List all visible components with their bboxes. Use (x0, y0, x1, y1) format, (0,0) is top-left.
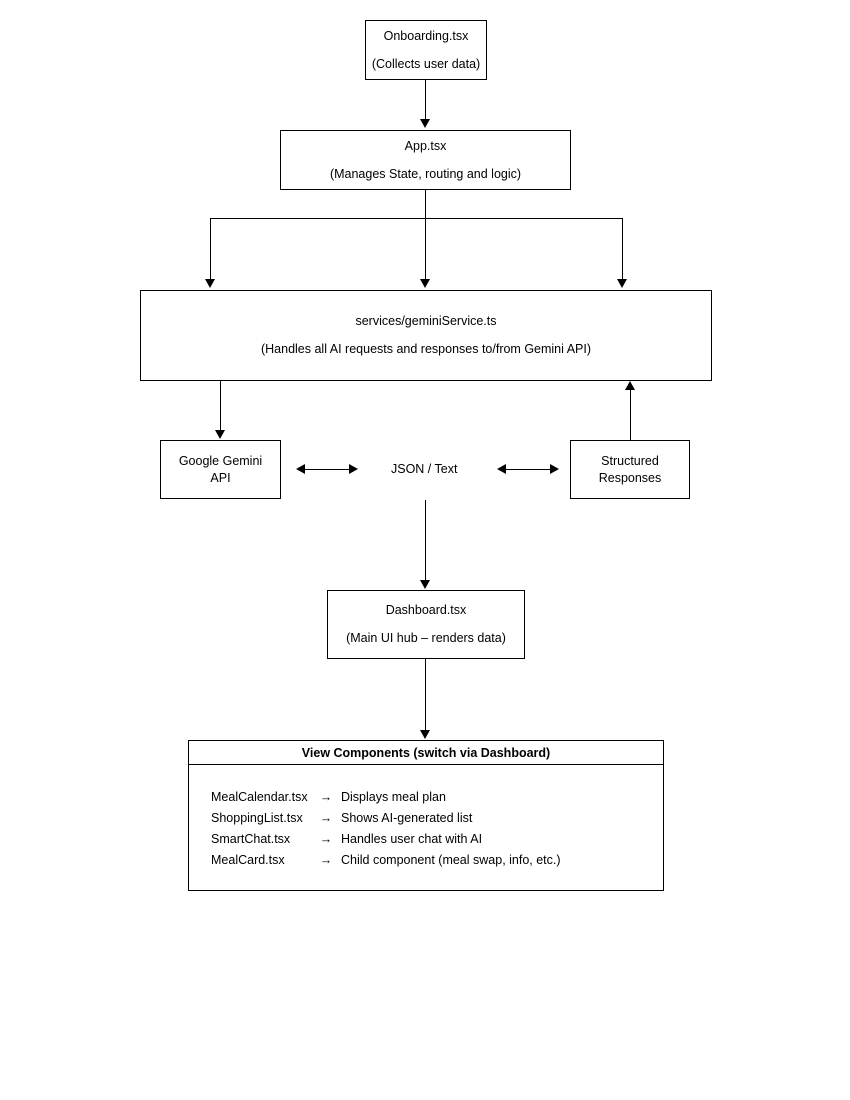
node-gemini-service-subtitle: (Handles all AI requests and responses t… (260, 342, 592, 356)
node-structured-responses-subtitle: Responses (598, 470, 662, 485)
edge-app-fan-left-drop (210, 218, 211, 280)
node-gemini-service-title: services/geminiService.ts (355, 314, 497, 328)
panel-view-components: View Components (switch via Dashboard) M… (188, 740, 664, 891)
node-onboarding: Onboarding.tsx (Collects user data) (365, 20, 487, 80)
node-structured-responses-title: Structured (601, 453, 659, 468)
arrow-right-icon: → (319, 853, 333, 867)
panel-view-components-body: MealCalendar.tsx → Displays meal plan Sh… (189, 765, 663, 871)
node-google-gemini-api-subtitle: API (210, 470, 231, 485)
edge-structured-to-service (630, 390, 631, 440)
list-item: ShoppingList.tsx → Shows AI-generated li… (211, 808, 663, 829)
edge-app-fan-left-arrowhead (205, 279, 215, 288)
view-component-description: Displays meal plan (341, 790, 446, 804)
edge-app-fan-right-drop (622, 218, 623, 280)
edge-json-to-dashboard (425, 500, 426, 581)
node-app-subtitle: (Manages State, routing and logic) (329, 166, 522, 181)
edge-json-to-dashboard-arrowhead (420, 580, 430, 589)
node-app: App.tsx (Manages State, routing and logi… (280, 130, 571, 190)
edge-onboarding-to-app-arrowhead (420, 119, 430, 128)
node-structured-responses: Structured Responses (570, 440, 690, 499)
view-component-description: Child component (meal swap, info, etc.) (341, 853, 561, 867)
panel-view-components-header: View Components (switch via Dashboard) (189, 741, 663, 765)
node-google-gemini-api: Google Gemini API (160, 440, 281, 499)
edge-gemini-api-json-line (304, 469, 350, 470)
node-onboarding-subtitle: (Collects user data) (371, 56, 481, 71)
node-dashboard-title: Dashboard.tsx (385, 603, 467, 617)
edge-structured-to-service-arrowhead (625, 381, 635, 390)
list-item: MealCalendar.tsx → Displays meal plan (211, 787, 663, 808)
edge-app-fan-center-drop (425, 218, 426, 280)
view-component-name: MealCard.tsx (211, 853, 285, 867)
node-gemini-service: services/geminiService.ts (Handles all A… (140, 290, 712, 381)
list-item: SmartChat.tsx → Handles user chat with A… (211, 829, 663, 850)
edge-dashboard-to-views-arrowhead (420, 730, 430, 739)
arrow-right-icon: → (319, 790, 333, 804)
view-component-description: Handles user chat with AI (341, 832, 483, 846)
node-app-title: App.tsx (404, 138, 447, 153)
edge-dashboard-to-views (425, 659, 426, 731)
node-google-gemini-api-title: Google Gemini (178, 453, 263, 468)
edge-gemini-api-json-arrowhead-right (349, 464, 358, 474)
edge-label-json-text: JSON / Text (391, 462, 458, 476)
edge-json-structured-arrowhead-left (497, 464, 506, 474)
list-item: MealCard.tsx → Child component (meal swa… (211, 850, 663, 871)
view-component-description: Shows AI-generated list (341, 811, 473, 825)
edge-onboarding-to-app (425, 80, 426, 120)
node-dashboard: Dashboard.tsx (Main UI hub – renders dat… (327, 590, 525, 659)
edge-app-fan-center-arrowhead (420, 279, 430, 288)
view-component-name: SmartChat.tsx (211, 832, 291, 846)
edge-json-structured-arrowhead-right (550, 464, 559, 474)
edge-json-structured-line (505, 469, 551, 470)
edge-gemini-api-json-arrowhead-left (296, 464, 305, 474)
edge-app-fan-stem (425, 190, 426, 219)
edge-service-to-gemini-api (220, 381, 221, 431)
node-onboarding-title: Onboarding.tsx (383, 28, 469, 43)
node-dashboard-subtitle: (Main UI hub – renders data) (346, 631, 506, 645)
view-component-name: ShoppingList.tsx (211, 811, 303, 825)
arrow-right-icon: → (319, 832, 333, 846)
edge-service-to-gemini-api-arrowhead (215, 430, 225, 439)
view-component-name: MealCalendar.tsx (211, 790, 308, 804)
edge-app-fan-right-arrowhead (617, 279, 627, 288)
edge-app-fan-bar (210, 218, 622, 219)
arrow-right-icon: → (319, 811, 333, 825)
